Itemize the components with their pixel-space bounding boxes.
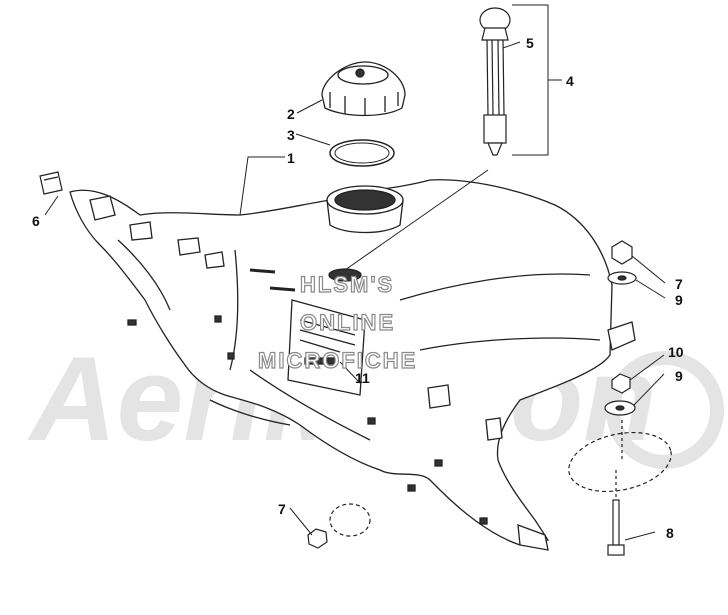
callout-4: 4 xyxy=(566,73,574,89)
callout-7-right: 7 xyxy=(675,276,683,292)
watermark-line-1: HLSM'S xyxy=(300,272,394,297)
callout-2: 2 xyxy=(287,106,295,122)
callout-labels: 1 2 3 4 5 6 7 7 8 9 9 10 11 xyxy=(32,35,684,541)
nut-lower-left xyxy=(307,528,328,549)
mounting-hardware xyxy=(307,240,672,556)
gasket-ring-inner xyxy=(334,142,390,164)
leader-lines xyxy=(44,4,666,541)
callout-1: 1 xyxy=(287,150,295,166)
callout-9-lower: 9 xyxy=(675,368,683,384)
callout-10: 10 xyxy=(668,344,684,360)
pad-outline xyxy=(568,431,672,493)
callout-3: 3 xyxy=(287,127,295,143)
clip-part xyxy=(39,171,63,195)
callout-8: 8 xyxy=(666,525,674,541)
gas-cap xyxy=(321,61,406,117)
fuel-gauge xyxy=(479,7,511,156)
gasket-ring xyxy=(329,139,395,167)
microfiche-watermark: HLSM'S ONLINE MICROFICHE xyxy=(257,271,417,373)
callout-5: 5 xyxy=(526,35,534,51)
pad-outline-lower xyxy=(329,503,371,537)
nut-upper-right xyxy=(611,240,633,265)
watermark-line-2: ONLINE xyxy=(300,310,395,335)
watermark-line-3: MICROFICHE xyxy=(258,348,417,373)
bolt-head xyxy=(607,544,625,556)
callout-11: 11 xyxy=(355,370,370,386)
callout-6: 6 xyxy=(32,213,40,229)
callout-9-upper: 9 xyxy=(675,292,683,308)
callout-7-left: 7 xyxy=(278,501,286,517)
locknut-right xyxy=(611,373,631,394)
